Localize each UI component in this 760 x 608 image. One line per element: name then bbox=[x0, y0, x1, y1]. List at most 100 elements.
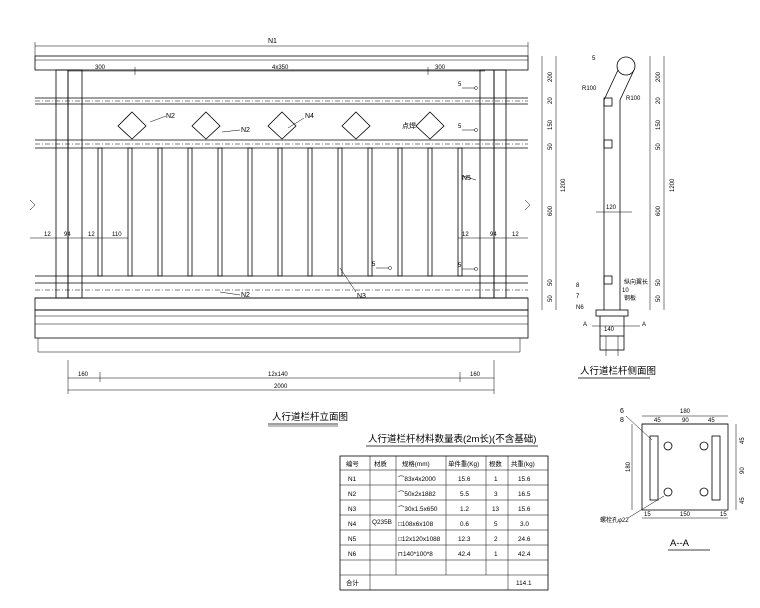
baluster bbox=[457, 147, 463, 277]
cell-n1-spec: ⌒83x4x2000 bbox=[398, 475, 436, 483]
dim-left-110: 110 bbox=[112, 232, 122, 238]
sec-dim-180: 180 bbox=[680, 409, 691, 415]
baluster bbox=[307, 147, 313, 277]
dim-right-12b: 12 bbox=[512, 232, 519, 238]
sec-left-180: 180 bbox=[626, 461, 632, 472]
baluster bbox=[397, 147, 403, 277]
dim-bottom-right: 160 bbox=[470, 372, 481, 378]
dim-v-200: 200 bbox=[548, 71, 554, 82]
weld-5-b: 5 bbox=[458, 124, 462, 130]
baluster bbox=[187, 147, 193, 277]
side-label-wing: 纵向翼长 bbox=[624, 278, 648, 286]
sec-side-45a: 45 bbox=[740, 437, 746, 444]
cell-n1-unit: 15.6 bbox=[458, 476, 471, 483]
front-elevation: N1 300 4x350 300 bbox=[29, 38, 567, 427]
cell-n3-total: 15.6 bbox=[518, 506, 531, 513]
callout-n3: N3 bbox=[357, 293, 366, 300]
dim-v-50b: 50 bbox=[548, 279, 554, 286]
sec-dim-90: 90 bbox=[682, 418, 689, 424]
baluster bbox=[427, 147, 433, 277]
cell-n4-count: 5 bbox=[494, 521, 498, 528]
callout-n4: N4 bbox=[305, 113, 314, 120]
dim-top-right: 300 bbox=[435, 65, 446, 71]
section-title: A--A bbox=[670, 538, 690, 549]
front-view-title: 人行道栏杆立面图 bbox=[272, 411, 348, 423]
cell-n2-unit: 5.5 bbox=[460, 491, 469, 498]
weld-5-c: 5 bbox=[458, 263, 462, 269]
weld-label: 点焊 bbox=[402, 121, 416, 130]
cell-n4-unit: 0.6 bbox=[460, 521, 469, 528]
side-num-10: 10 bbox=[622, 288, 629, 294]
cell-n4-spec: □108x6x108 bbox=[398, 521, 434, 528]
dim-bottom-mid: 12x140 bbox=[268, 372, 288, 378]
baluster bbox=[127, 147, 133, 277]
dim-v-600: 600 bbox=[548, 205, 554, 216]
sec-bottom-15a: 15 bbox=[644, 512, 651, 518]
th-unit: 单件重(Kg) bbox=[448, 459, 479, 468]
baluster bbox=[277, 147, 283, 277]
side-dim-20: 20 bbox=[656, 97, 662, 104]
sec-label-6: 6 bbox=[620, 408, 624, 415]
cell-sum-label: 合计 bbox=[346, 578, 359, 587]
cell-n5-unit: 12.3 bbox=[458, 536, 471, 543]
cell-n1-id: N1 bbox=[348, 476, 357, 483]
dim-v-1200: 1200 bbox=[561, 178, 567, 192]
side-dim-150: 150 bbox=[656, 119, 662, 130]
dim-v-50c: 50 bbox=[548, 295, 554, 302]
sec-dim-45a: 45 bbox=[654, 418, 661, 424]
callout-n2-c: N2 bbox=[241, 292, 250, 299]
baluster bbox=[157, 147, 163, 277]
cell-n5-spec: □12x120x1088 bbox=[398, 536, 441, 543]
baluster bbox=[247, 147, 253, 277]
side-dim-120: 120 bbox=[606, 205, 617, 211]
side-weld-5: 5 bbox=[592, 56, 596, 62]
th-id: 编号 bbox=[346, 459, 359, 468]
dim-left-94: 94 bbox=[64, 232, 71, 238]
section-a-a: 180 45 90 45 45 90 45 180 15 150 15 6 8 … bbox=[600, 408, 746, 551]
dim-v-20: 20 bbox=[548, 97, 554, 104]
bolt-hole-label: 螺栓孔φ22 bbox=[600, 516, 629, 524]
side-dim-600: 600 bbox=[656, 205, 662, 216]
cell-n2-id: N2 bbox=[348, 491, 357, 498]
sec-bottom-15b: 15 bbox=[720, 512, 727, 518]
n1-label: N1 bbox=[268, 38, 277, 45]
dim-bottom-left: 160 bbox=[78, 372, 89, 378]
baluster bbox=[337, 147, 343, 277]
side-label-plate: 钢板 bbox=[624, 294, 636, 302]
side-r100-a: R100 bbox=[582, 86, 597, 92]
dim-right-94: 94 bbox=[490, 232, 497, 238]
balusters bbox=[97, 147, 463, 277]
side-dim-200: 200 bbox=[656, 71, 662, 82]
sec-side-90: 90 bbox=[740, 467, 746, 474]
cell-n5-total: 24.6 bbox=[518, 536, 531, 543]
callout-n2-b: N2 bbox=[241, 127, 250, 134]
cell-n2-total: 16.5 bbox=[518, 491, 531, 498]
side-dim-140: 140 bbox=[604, 327, 615, 333]
sec-dim-45b: 45 bbox=[708, 418, 715, 424]
th-material: 材质 bbox=[374, 459, 387, 468]
cell-n3-unit: 1.2 bbox=[460, 506, 469, 513]
cell-n5-id: N5 bbox=[348, 536, 357, 543]
dim-left-12b: 12 bbox=[88, 232, 95, 238]
table-title: 人行道栏杆材料数量表(2m长)(不含基础) bbox=[368, 433, 536, 445]
cell-sum-total: 114.1 bbox=[516, 580, 532, 587]
cell-n1-count: 1 bbox=[494, 476, 498, 483]
side-num-n6: N6 bbox=[576, 305, 584, 311]
cell-n6-spec: ⊓140*100*8 bbox=[398, 551, 433, 558]
callout-n2-a: N2 bbox=[166, 113, 175, 120]
side-dim-50c: 50 bbox=[656, 295, 662, 302]
sec-label-8: 8 bbox=[620, 417, 624, 424]
cell-n6-id: N6 bbox=[348, 551, 357, 558]
dim-top-left: 300 bbox=[95, 65, 106, 71]
cell-n3-count: 13 bbox=[492, 506, 500, 513]
dim-right-12a: 12 bbox=[462, 232, 469, 238]
callout-n5: N5 bbox=[462, 175, 471, 182]
cell-n4-id: N4 bbox=[348, 521, 357, 528]
cell-n6-count: 1 bbox=[494, 551, 498, 558]
side-dim-1200: 1200 bbox=[670, 178, 676, 192]
side-num-7: 7 bbox=[576, 294, 580, 300]
cell-n5-count: 2 bbox=[494, 536, 498, 543]
th-count: 根数 bbox=[489, 459, 502, 468]
cell-material: Q235B bbox=[372, 519, 392, 526]
